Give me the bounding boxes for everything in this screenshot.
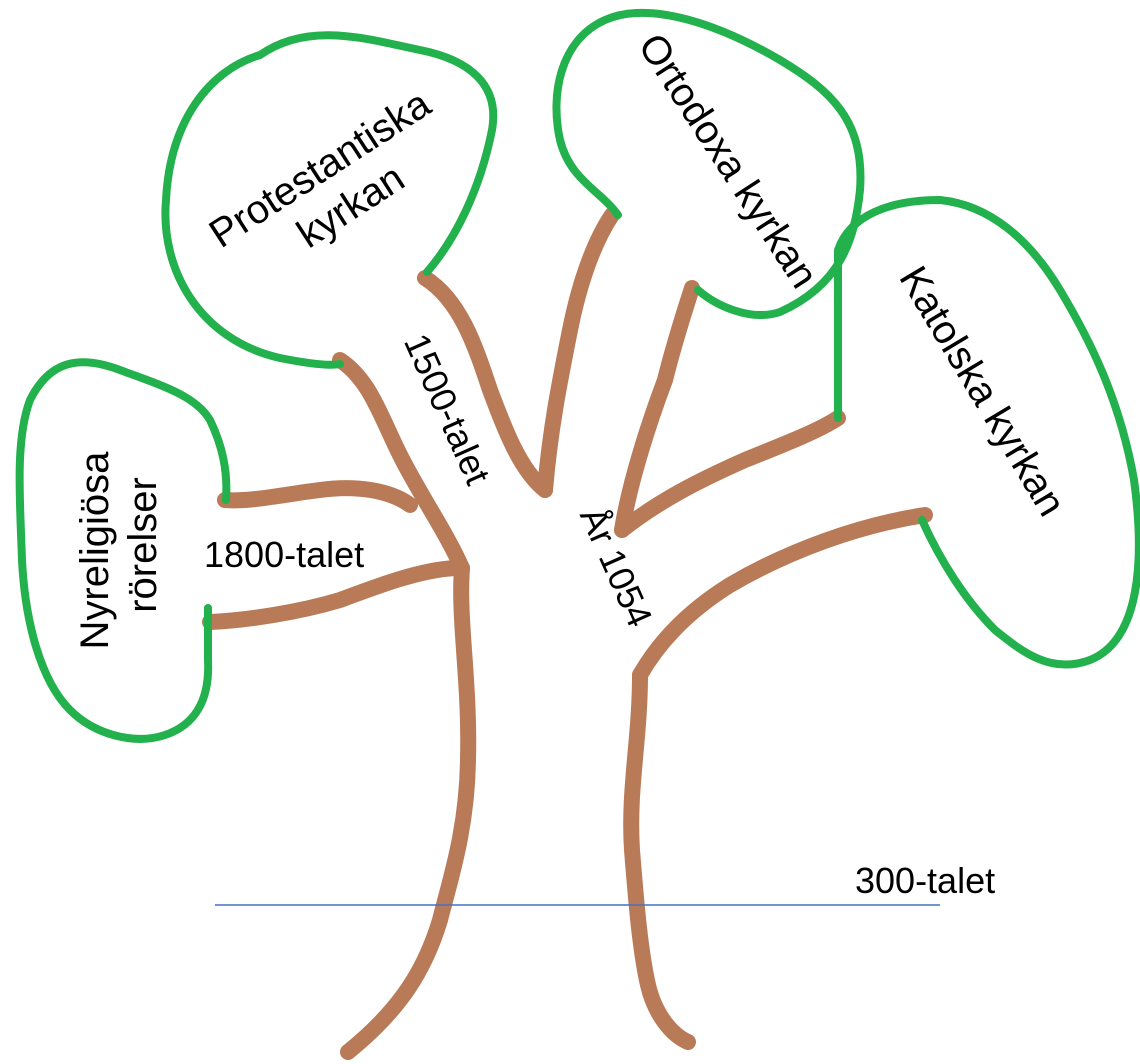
trunk-left	[340, 560, 477, 1060]
label-newreligious-line2: rörelser	[121, 477, 165, 613]
branch-catholic-middle	[614, 410, 846, 538]
branch-catholic-lower	[632, 507, 933, 683]
branch-catholic-upper	[614, 280, 700, 538]
tree-branches	[202, 207, 933, 1060]
outline-catholic	[834, 196, 1140, 669]
outline-orthodox	[552, 8, 865, 319]
branch-newreligious-upper	[217, 480, 418, 513]
outline-newreligious	[15, 358, 231, 743]
svg-text:Nyreligiösa rörelser: Nyreligiösa rörelser	[73, 441, 165, 650]
branch-orthodox-main	[537, 207, 620, 498]
label-year-1800: 1800-talet	[204, 534, 364, 575]
label-year-300: 300-talet	[855, 860, 995, 901]
label-catholic: Katolska kyrkan	[891, 259, 1074, 524]
branch-newreligious-lower	[202, 560, 463, 630]
branch-orthodox-center	[417, 270, 553, 498]
outline-protestant	[161, 31, 498, 369]
branch-protestant	[332, 352, 470, 576]
trunk-right	[623, 667, 696, 1050]
foliage-outlines	[15, 8, 1140, 743]
label-newreligious-line1: Nyreligiösa	[73, 451, 117, 650]
